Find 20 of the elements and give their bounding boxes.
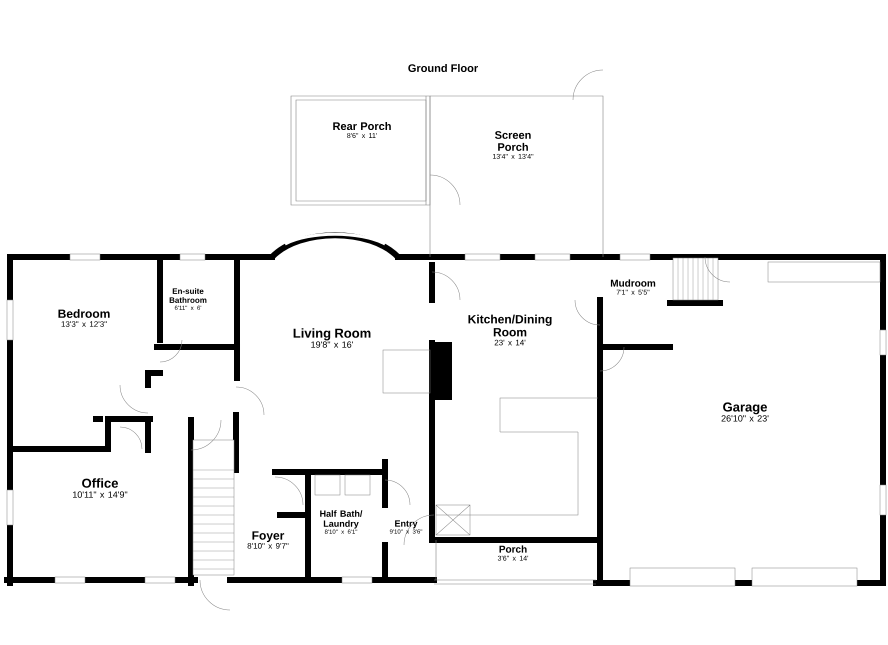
- room-name: Entry: [395, 520, 418, 528]
- room-dimensions: 23' x 14': [494, 340, 526, 346]
- room-dimensions: 8'10" x 9'7": [248, 543, 288, 549]
- room-name: Bedroom: [58, 309, 110, 318]
- room-name: En-suite Bathroom: [170, 288, 206, 303]
- room-name: Porch: [500, 545, 527, 553]
- room-name: Screen Porch: [494, 131, 531, 151]
- room-dimensions: 10'11" x 14'9": [73, 491, 128, 498]
- plan-title: Ground Floor: [408, 64, 478, 72]
- room-dimensions: 13'3" x 12'3": [62, 321, 107, 327]
- room-name: Living Room: [294, 328, 370, 340]
- room-name: Foyer: [252, 531, 284, 542]
- room-name: Garage: [723, 402, 767, 414]
- room-name: Kitchen/Dining Room: [468, 314, 552, 336]
- room-name: Office: [82, 478, 118, 488]
- room-name: Mudroom: [610, 279, 656, 287]
- room-dimensions: 26'10" x 23': [722, 415, 768, 422]
- room-name: Rear Porch: [333, 122, 391, 130]
- room-dimensions: 19'8" x 16': [311, 341, 353, 348]
- room-name: Half Bath/ Laundry: [320, 510, 362, 529]
